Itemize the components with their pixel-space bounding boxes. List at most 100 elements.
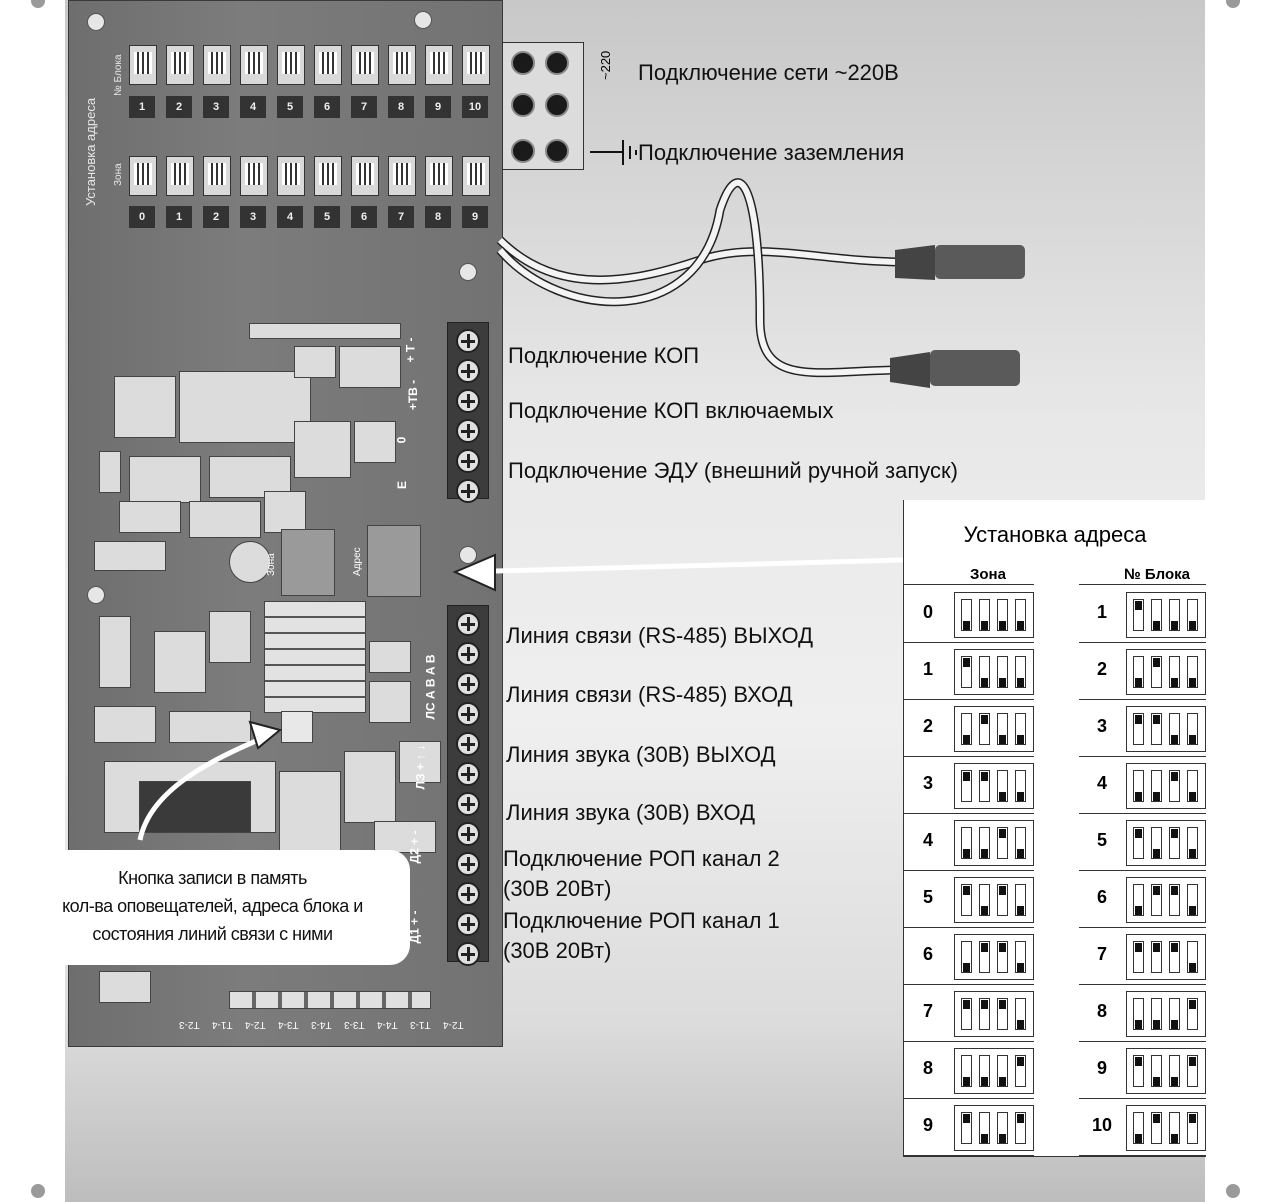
block-dip-switch[interactable] <box>240 45 268 85</box>
terminal-screw[interactable] <box>456 912 480 936</box>
component <box>99 971 151 1003</box>
rop2-callout-line2: (30В 20Вт) <box>503 876 612 901</box>
switch-off <box>1169 713 1180 745</box>
block-row-label: 2 <box>1096 659 1107 679</box>
terminal-pin-label: + Т - <box>403 337 418 363</box>
component <box>369 681 411 723</box>
terminal-screw[interactable] <box>456 389 480 413</box>
zone-dip-switch[interactable] <box>166 156 194 196</box>
zone-dip-switch[interactable] <box>281 529 335 596</box>
zone-dip-switch[interactable] <box>425 156 453 196</box>
terminal-screw[interactable] <box>456 449 480 473</box>
terminal-screw[interactable] <box>456 672 480 696</box>
zone-dip-switch[interactable] <box>277 156 305 196</box>
switch-off <box>979 827 990 859</box>
switch-knob <box>963 658 970 667</box>
switch-knob <box>1017 735 1024 744</box>
mount-hole <box>87 13 105 31</box>
component <box>294 346 336 378</box>
terminal-screw[interactable] <box>456 852 480 876</box>
row-divider <box>1079 870 1206 871</box>
block-dip-switch[interactable] <box>277 45 305 85</box>
switch-knob <box>999 678 1006 687</box>
block-row-label: 10 <box>1091 1115 1113 1135</box>
memory-button[interactable] <box>281 711 313 743</box>
kop-callout: Подключение КОП <box>508 343 700 368</box>
zone-dip-switch[interactable] <box>388 156 416 196</box>
switch-on <box>979 998 990 1030</box>
zone-dip-switch[interactable] <box>203 156 231 196</box>
zone-dip-switch[interactable] <box>129 156 157 196</box>
switch-on <box>1169 770 1180 802</box>
terminal-screw[interactable] <box>456 642 480 666</box>
component <box>374 821 436 853</box>
switch-knob <box>1017 621 1024 630</box>
switch-off <box>1151 1055 1162 1087</box>
row-divider <box>1079 984 1206 985</box>
switch-off <box>979 656 990 688</box>
switch-knob <box>1171 1077 1178 1086</box>
terminal-screw[interactable] <box>456 882 480 906</box>
zone-dip-switch[interactable] <box>462 156 490 196</box>
terminal-screw[interactable] <box>456 612 480 636</box>
block-dip-switch[interactable] <box>425 45 453 85</box>
block-dip-switch[interactable] <box>351 45 379 85</box>
mains-screw <box>511 51 535 75</box>
switch-knob <box>1153 792 1160 801</box>
switch-knob <box>963 772 970 781</box>
block-dip-switch[interactable] <box>166 45 194 85</box>
block-dip-switch[interactable] <box>314 45 342 85</box>
block-dip-switch[interactable] <box>203 45 231 85</box>
ground-screw <box>545 139 569 163</box>
switch-off <box>997 1112 1008 1144</box>
terminal-screw[interactable] <box>456 762 480 786</box>
terminal-screw[interactable] <box>456 359 480 383</box>
component <box>99 451 121 493</box>
switch-knob <box>999 886 1006 895</box>
terminal-screw[interactable] <box>456 419 480 443</box>
terminal-screw[interactable] <box>456 702 480 726</box>
block-dip-number: 2 <box>166 96 192 118</box>
switch-off <box>1133 770 1144 802</box>
zone-dip-switch[interactable] <box>314 156 342 196</box>
block-row-label: 3 <box>1096 716 1107 736</box>
terminal-screw[interactable] <box>456 732 480 756</box>
component <box>369 641 411 673</box>
dip-diagram <box>954 1105 1034 1151</box>
sound-out-callout: Линия звука (30В) ВЫХОД <box>506 742 776 767</box>
switch-on <box>1187 1112 1198 1144</box>
block-dip-switch[interactable] <box>129 45 157 85</box>
rop1-callout-line2: (30В 20Вт) <box>503 938 612 963</box>
switch-off <box>997 1055 1008 1087</box>
row-divider <box>904 927 1034 928</box>
switch-off <box>1151 827 1162 859</box>
header-divider <box>1079 584 1206 585</box>
terminal-pin-label: Д1 + - <box>407 910 422 944</box>
zone-row-label: 0 <box>922 602 933 622</box>
switch-knob <box>981 1134 988 1143</box>
terminal-screw[interactable] <box>456 329 480 353</box>
dip-diagram <box>954 592 1034 638</box>
switch-off <box>1015 656 1026 688</box>
block-dip-switch[interactable] <box>462 45 490 85</box>
component <box>94 541 166 571</box>
zone-dip-switch[interactable] <box>351 156 379 196</box>
dip-diagram <box>954 706 1034 752</box>
block-dip-number: 7 <box>351 96 377 118</box>
terminal-screw[interactable] <box>456 942 480 966</box>
block-row-label: 6 <box>1096 887 1107 907</box>
zone-dip-switch[interactable] <box>240 156 268 196</box>
terminal-screw[interactable] <box>456 479 480 503</box>
zone-dip-number: 6 <box>351 206 377 228</box>
terminal-screw[interactable] <box>456 822 480 846</box>
terminal-screw[interactable] <box>456 792 480 816</box>
switch-knob <box>981 1000 988 1009</box>
component <box>354 421 396 463</box>
dip-diagram <box>1126 1105 1206 1151</box>
switch-on <box>979 770 990 802</box>
address-dip-switch[interactable] <box>367 525 421 597</box>
ground-callout: Подключение заземления <box>638 140 905 165</box>
block-row-label: 1 <box>1096 602 1107 622</box>
block-dip-switch[interactable] <box>388 45 416 85</box>
